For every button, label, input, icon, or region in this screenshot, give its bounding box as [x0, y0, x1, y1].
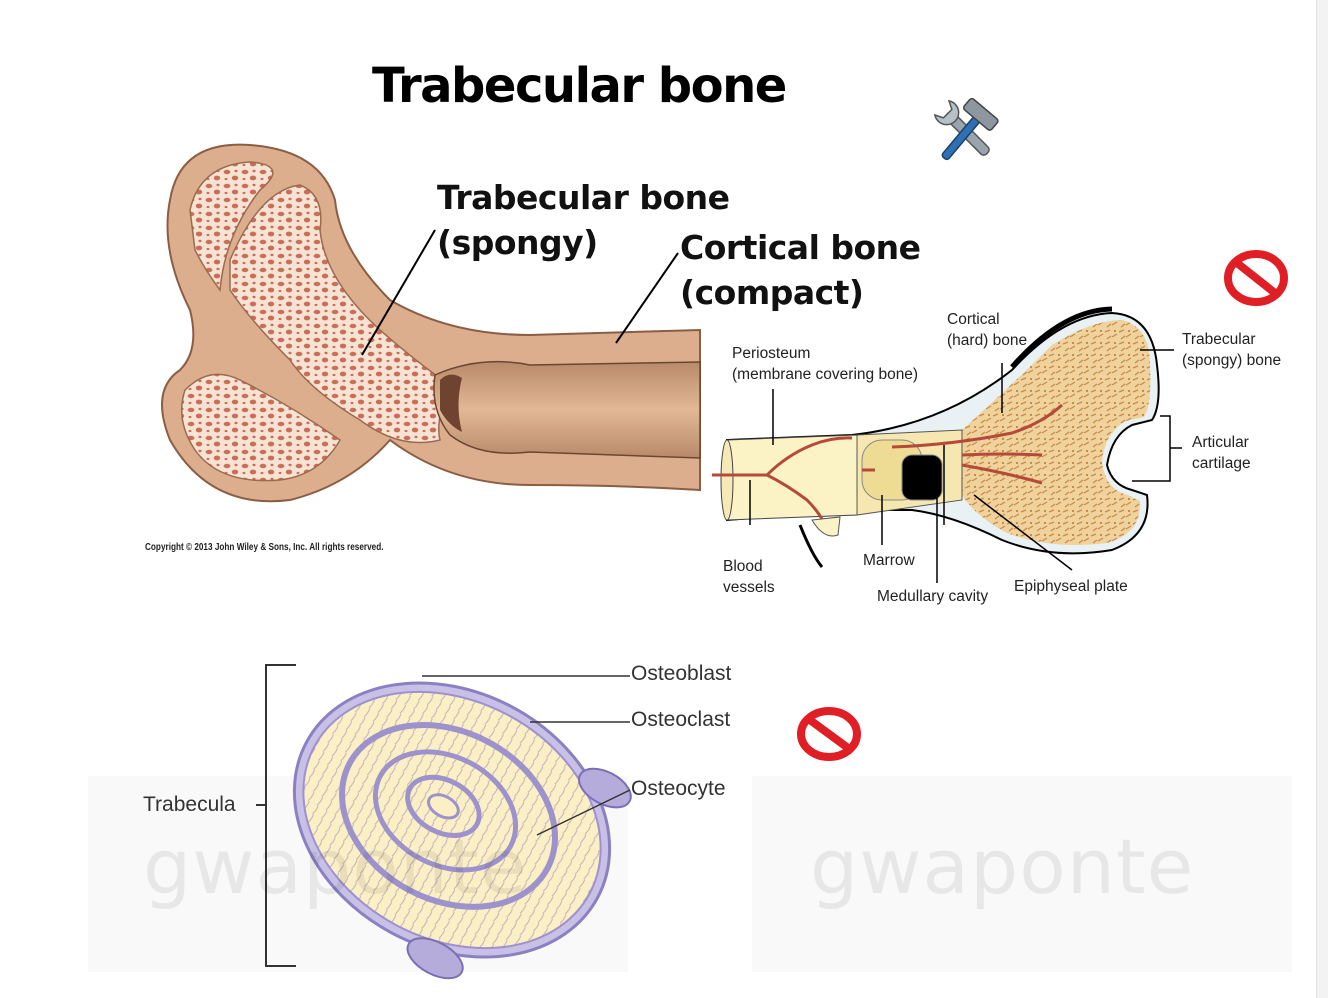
watermark-text: gwaponte [143, 822, 528, 911]
cortical-bone-label: Cortical bone [680, 228, 921, 267]
blood-label-line1: Blood [723, 558, 763, 575]
osteoblast-label: Osteoblast [631, 662, 732, 685]
blood-vessels-label: Blood vessels [723, 556, 775, 598]
articular-cartilage-label: Articular cartilage [1192, 432, 1251, 474]
periosteum-label-line2: (membrane covering bone) [732, 366, 919, 383]
periosteum-label-line1: Periosteum [732, 345, 811, 362]
osteocyte-label: Osteocyte [631, 777, 726, 800]
periosteum-label: Periosteum (membrane covering bone) [732, 343, 918, 385]
tools-icon[interactable] [926, 92, 1006, 172]
copyright-notice: Copyright © 2013 John Wiley & Sons, Inc.… [145, 542, 384, 553]
cortical-bone-sub-label: (compact) [680, 273, 864, 312]
trabecular-label-line1: Trabecular [1182, 331, 1256, 348]
marrow-label: Marrow [863, 552, 915, 569]
trabecula-illustration [256, 664, 632, 980]
cortical-hard-bone-label: Cortical (hard) bone [947, 309, 1027, 351]
femur-section-illustration [161, 143, 701, 503]
trabecular-bone-sub-label: (spongy) [437, 223, 598, 262]
vertical-scrollbar[interactable] [1316, 0, 1328, 998]
trabecular-label-line2: (spongy) bone [1182, 352, 1282, 369]
no-sign-icon[interactable] [1223, 249, 1289, 307]
medullary-cavity-label: Medullary cavity [877, 588, 989, 605]
bone-end-illustration [712, 306, 1182, 583]
trabecular-bone-label: Trabecular bone [437, 178, 730, 217]
epiphyseal-plate-label: Epiphyseal plate [1014, 578, 1128, 595]
articular-label-line2: cartilage [1192, 455, 1251, 472]
no-sign-icon[interactable] [796, 706, 862, 762]
articular-label-line1: Articular [1192, 434, 1249, 451]
trabecula-label: Trabecula [143, 793, 236, 816]
blood-label-line2: vessels [723, 579, 775, 596]
page-title: Trabecular bone [372, 58, 787, 114]
trabecular-spongy-bone-label: Trabecular (spongy) bone [1182, 329, 1281, 371]
cortical-label-line2: (hard) bone [947, 332, 1028, 349]
watermark-text: gwaponte [810, 822, 1195, 911]
osteoclast-label: Osteoclast [631, 708, 731, 731]
cortical-label-line1: Cortical [947, 311, 1000, 328]
